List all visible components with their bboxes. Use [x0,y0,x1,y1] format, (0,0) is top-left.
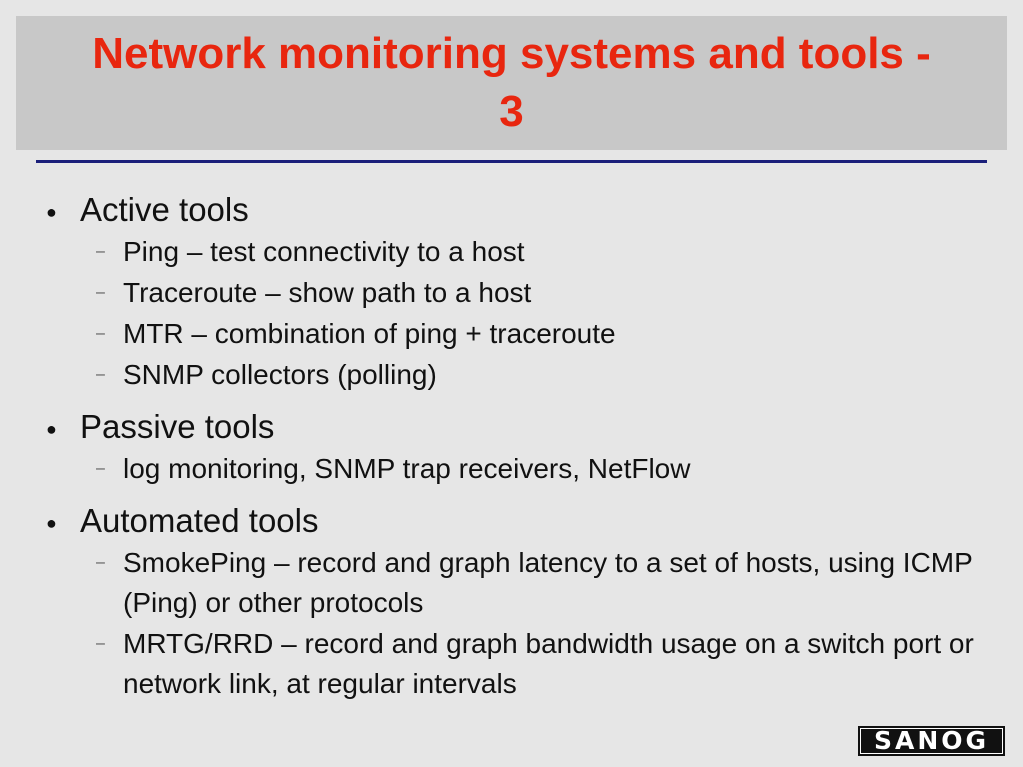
section-heading: Automated tools [80,502,319,539]
title-banner: Network monitoring systems and tools - 3 [16,16,1007,150]
sub-bullet-text: SNMP collectors (polling) [123,359,437,390]
bullet-dot-icon: ● [46,513,57,533]
sub-bullet-text: log monitoring, SNMP trap receivers, Net… [123,453,691,484]
section-automated-tools: ● Automated tools – SmokePing – record a… [46,501,976,704]
bullet-dot-icon: ● [46,202,57,222]
bullet-item: ● Active tools [46,190,976,230]
dash-icon: – [96,243,105,260]
sanog-logo: SANOG [858,726,1005,756]
sub-bullet-text: MTR – combination of ping + traceroute [123,318,616,349]
sub-bullet-list: – SmokePing – record and graph latency t… [96,543,976,704]
title-divider [36,160,987,163]
dash-icon: – [96,325,105,342]
sub-bullet-text: Ping – test connectivity to a host [123,236,525,267]
slide-title: Network monitoring systems and tools - 3 [92,29,931,136]
section-heading: Passive tools [80,408,275,445]
sub-bullet-item: – MRTG/RRD – record and graph bandwidth … [96,624,976,704]
sub-bullet-item: – Traceroute – show path to a host [96,273,976,313]
sub-bullet-item: – SmokePing – record and graph latency t… [96,543,976,623]
bullet-item: ● Automated tools [46,501,976,541]
sub-bullet-text: Traceroute – show path to a host [123,277,532,308]
sub-bullet-item: – MTR – combination of ping + traceroute [96,314,976,354]
bullet-dot-icon: ● [46,419,57,439]
sub-bullet-list: – Ping – test connectivity to a host – T… [96,232,976,395]
section-heading: Active tools [80,191,249,228]
sub-bullet-item: – log monitoring, SNMP trap receivers, N… [96,449,976,489]
section-passive-tools: ● Passive tools – log monitoring, SNMP t… [46,407,976,489]
sub-bullet-item: – Ping – test connectivity to a host [96,232,976,272]
slide-content: ● Active tools – Ping – test connectivit… [46,190,976,705]
dash-icon: – [96,554,105,571]
dash-icon: – [96,460,105,477]
section-active-tools: ● Active tools – Ping – test connectivit… [46,190,976,395]
sub-bullet-text: SmokePing – record and graph latency to … [123,547,973,618]
dash-icon: – [96,635,105,652]
sub-bullet-text: MRTG/RRD – record and graph bandwidth us… [123,628,974,699]
sub-bullet-item: – SNMP collectors (polling) [96,355,976,395]
sub-bullet-list: – log monitoring, SNMP trap receivers, N… [96,449,976,489]
dash-icon: – [96,284,105,301]
bullet-item: ● Passive tools [46,407,976,447]
dash-icon: – [96,366,105,383]
